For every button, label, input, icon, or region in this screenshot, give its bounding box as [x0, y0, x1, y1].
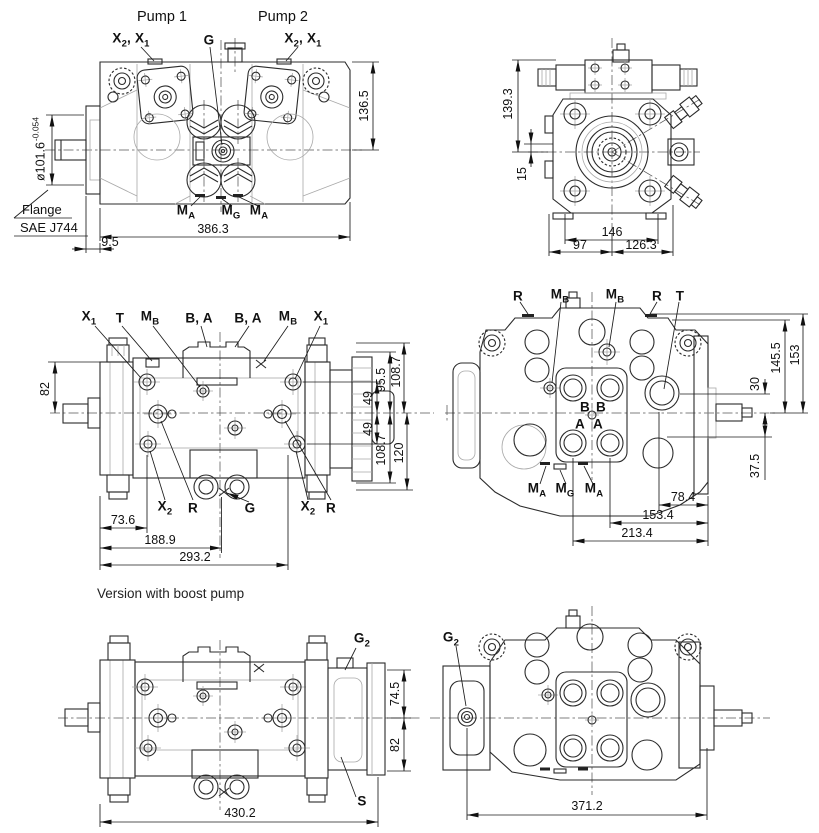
port-label-r2: R — [652, 288, 662, 304]
port-label-r-left: R — [188, 500, 198, 516]
port-label-x2-left: X2 — [157, 498, 173, 518]
pump2-label: Pump 2 — [258, 9, 308, 25]
dim-146: 146 — [601, 225, 623, 239]
dim-95-5: 95.5 — [374, 367, 388, 393]
shaft-diameter-tolerance: -0.054 — [30, 116, 41, 142]
port-label-mg: MG — [221, 202, 241, 222]
dim-shaft-diameter: ø101.6-0.054 — [31, 117, 48, 181]
port-view-drawing — [445, 291, 808, 546]
front-view-drawing — [13, 38, 379, 253]
port-label-r1: R — [513, 288, 523, 304]
port-label-ba-left: B, A — [185, 310, 213, 326]
dim-74-5: 74.5 — [388, 681, 402, 707]
pump1-label: Pump 1 — [137, 9, 187, 25]
port-label-mb-right: MB — [278, 308, 298, 328]
port-label-x1-right: X1 — [313, 308, 329, 328]
dim-49-top: 49 — [361, 391, 375, 405]
port-label-ba-right: B, A — [234, 310, 262, 326]
port-label-r-right: R — [326, 500, 336, 516]
port-label-x1-left: X1 — [81, 308, 97, 328]
port-label-mb-left: MB — [140, 308, 160, 328]
dim-213-4: 213.4 — [621, 526, 653, 540]
port-label-ma-left: MA — [176, 202, 196, 222]
dim-139-3: 139.3 — [501, 88, 515, 120]
port-label-a-left: A — [575, 416, 585, 432]
port-label-g: G — [203, 32, 215, 48]
port-label-mb2: MB — [605, 286, 625, 306]
dim-78-4: 78.4 — [670, 490, 696, 504]
dim-188-9: 188.9 — [144, 533, 176, 547]
port-label-g2-side: G2 — [353, 630, 371, 650]
port-label-a-right: A — [593, 416, 603, 432]
flange-note-line1: Flange — [22, 202, 62, 217]
dim-30: 30 — [748, 377, 762, 391]
dim-153-4: 153.4 — [642, 508, 674, 522]
dim-126-3: 126.3 — [625, 238, 657, 252]
dim-108-7-top: 108.7 — [389, 356, 403, 388]
port-label-t: T — [115, 310, 125, 326]
port-label-ma1: MA — [527, 480, 547, 500]
port-label-x2-right: X2 — [300, 498, 316, 518]
dim-82-boost: 82 — [388, 738, 402, 752]
dim-97: 97 — [573, 238, 587, 252]
dim-49-bottom: 49 — [361, 422, 375, 436]
section-title: Version with boost pump — [97, 586, 245, 601]
dim-293-2: 293.2 — [179, 550, 211, 564]
port-label-x2x1-left: X2, X1 — [112, 30, 150, 50]
dim-153: 153 — [788, 344, 802, 366]
dim-136-5: 136.5 — [357, 90, 371, 122]
dim-430-2: 430.2 — [224, 806, 256, 820]
dim-9-5: 9.5 — [101, 235, 119, 249]
dim-82: 82 — [38, 382, 52, 396]
dim-120: 120 — [392, 442, 406, 464]
top-view-drawing — [48, 325, 434, 570]
dim-73-6: 73.6 — [110, 513, 136, 527]
port-label-b-right: B — [596, 399, 606, 415]
port-label-t2: T — [675, 288, 685, 304]
port-label-mb1: MB — [550, 286, 570, 306]
dim-15: 15 — [515, 167, 529, 181]
port-label-mg2: MG — [555, 480, 575, 500]
boost-port-view-drawing — [430, 606, 770, 820]
dim-108-7-bottom: 108.7 — [374, 434, 388, 466]
port-label-s: S — [357, 793, 367, 809]
rear-view-drawing — [512, 38, 703, 256]
dim-386-3: 386.3 — [197, 222, 229, 236]
dim-371-2: 371.2 — [571, 799, 603, 813]
port-label-g2-port: G2 — [442, 629, 460, 649]
port-label-ma-right: MA — [249, 202, 269, 222]
dim-145-5: 145.5 — [769, 342, 783, 374]
port-label-g-bottom: G — [244, 500, 256, 516]
port-label-b-left: B — [580, 399, 590, 415]
shaft-diameter-value: ø101.6 — [33, 142, 48, 182]
flange-note-line2: SAE J744 — [20, 220, 78, 235]
boost-side-view-drawing — [58, 635, 420, 827]
dim-37-5: 37.5 — [748, 453, 762, 479]
port-label-ma2: MA — [584, 480, 604, 500]
port-label-x2x1-right: X2, X1 — [284, 30, 322, 50]
